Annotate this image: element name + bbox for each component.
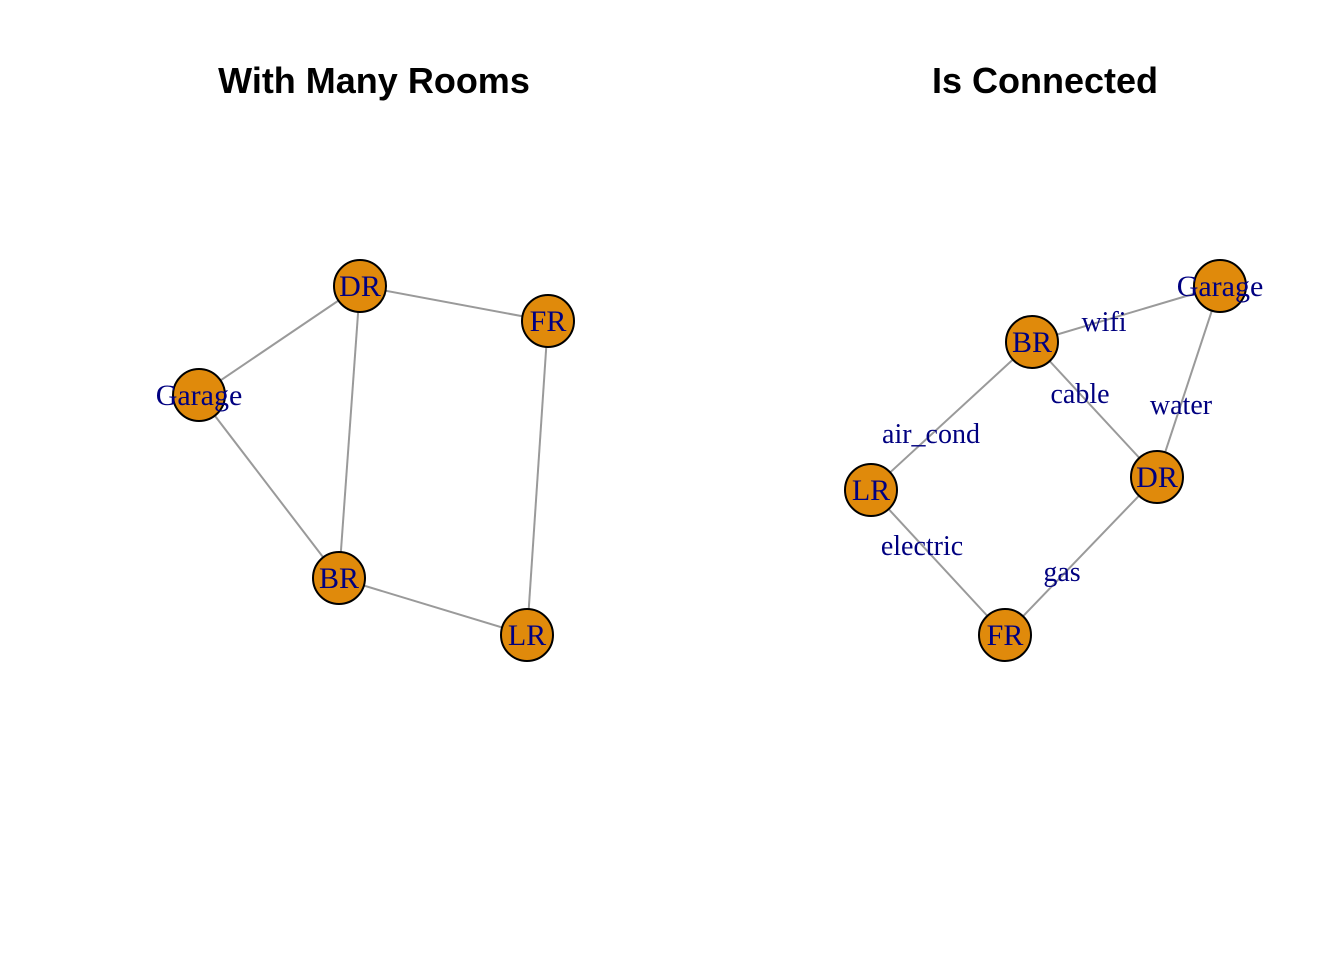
node-label-garage: Garage: [1177, 270, 1264, 303]
node-label-br: BR: [319, 562, 359, 595]
node-br: [1005, 315, 1059, 369]
node-label-garage: Garage: [156, 379, 243, 412]
node-label-fr: FR: [530, 305, 567, 338]
edge-dr-fr: [359, 285, 549, 322]
edge-br-lr: [870, 341, 1033, 491]
node-garage: [172, 368, 226, 422]
edge-label-wifi: wifi: [1081, 307, 1126, 338]
panel-title: With Many Rooms: [218, 60, 530, 101]
node-dr: [1130, 450, 1184, 504]
edge-dr-br: [338, 285, 361, 579]
node-label-dr: DR: [1136, 461, 1178, 494]
edge-label-gas: gas: [1043, 557, 1080, 588]
node-fr: [521, 294, 575, 348]
edge-label-air-cond: air_cond: [882, 419, 980, 450]
node-lr: [500, 608, 554, 662]
edge-br-garage: [1031, 285, 1221, 343]
node-dr: [333, 259, 387, 313]
node-label-fr: FR: [987, 619, 1024, 652]
node-fr: [978, 608, 1032, 662]
node-lr: [844, 463, 898, 517]
edge-dr-fr: [1004, 476, 1158, 636]
node-label-lr: LR: [852, 474, 890, 507]
edge-lr-fr: [870, 489, 1006, 636]
node-label-lr: LR: [508, 619, 546, 652]
edge-garage-dr: [1156, 285, 1221, 478]
edge-br-lr: [338, 577, 528, 636]
node-label-dr: DR: [339, 270, 381, 303]
node-br: [312, 551, 366, 605]
edge-fr-lr: [526, 320, 549, 636]
edge-dr-garage: [198, 285, 361, 396]
edge-label-water: water: [1150, 390, 1213, 421]
panel-title: Is Connected: [932, 60, 1158, 101]
edge-label-cable: cable: [1050, 379, 1109, 410]
edge-br-dr: [1031, 341, 1158, 478]
edge-label-electric: electric: [881, 531, 963, 562]
node-label-br: BR: [1012, 326, 1052, 359]
edge-garage-br: [198, 394, 340, 579]
node-garage: [1193, 259, 1247, 313]
